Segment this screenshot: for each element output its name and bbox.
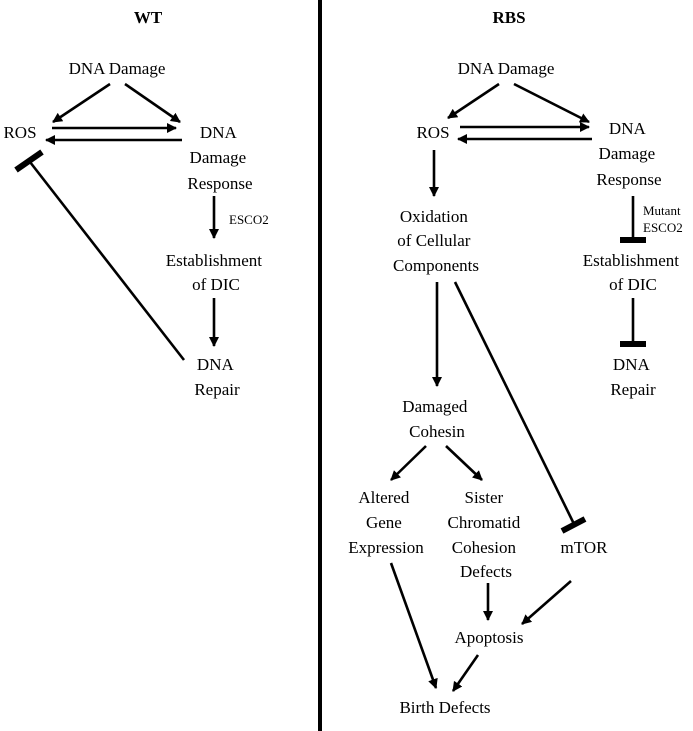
rbs-inhibit-ddr-to-establishment: [620, 196, 646, 243]
wt-heading: WT: [134, 8, 163, 27]
rbs-inhibit-establishment-to-repair: [620, 298, 646, 347]
rbs-ros-node: ROS: [416, 123, 449, 142]
rbs-repair-node: DNA Repair: [610, 355, 656, 399]
rbs-edge-cohesin-to-sister: [445, 445, 483, 481]
rbs-edge-damage-to-ros: [447, 82, 500, 120]
rbs-mutant-esco2-label: Mutant ESCO2: [643, 203, 684, 235]
rbs-damaged-cohesin-node: Damaged Cohesin: [402, 397, 471, 441]
rbs-edge-altered-gene-to-birth-defects: [389, 562, 438, 689]
rbs-establishment-node: Establishment of DIC: [583, 251, 684, 294]
wt-ros-node: ROS: [3, 123, 36, 142]
rbs-edge-mtor-to-apoptosis: [521, 580, 572, 625]
rbs-apoptosis-node: Apoptosis: [455, 628, 524, 647]
wt-establishment-node: Establishment of DIC: [166, 251, 267, 294]
rbs-edge-damage-to-ddr: [513, 82, 590, 124]
wt-edge-damage-to-ros: [52, 82, 111, 124]
rbs-panel: RBS DNA Damage ROS DNA Damage Response M…: [348, 8, 684, 717]
wt-edge-damage-to-ddr: [124, 82, 181, 124]
rbs-sister-chromatid-node: Sister Chromatid Cohesion Defects: [448, 488, 525, 581]
wt-inhibit-repair-to-ros: [14, 149, 186, 361]
wt-panel: WT DNA Damage ROS DNA Damage Response ES…: [3, 8, 268, 399]
rbs-inhibit-oxidation-to-mtor: [453, 281, 587, 534]
rbs-altered-gene-node: Altered Gene Expression: [348, 488, 424, 557]
rbs-mtor-node: mTOR: [561, 538, 609, 557]
rbs-birth-defects-node: Birth Defects: [399, 698, 490, 717]
rbs-edge-apoptosis-to-birth-defects: [451, 654, 480, 692]
wt-repair-node: DNA Repair: [194, 355, 240, 399]
wt-dna-damage-node: DNA Damage: [69, 59, 166, 78]
rbs-heading: RBS: [492, 8, 525, 27]
wt-ddr-node: DNA Damage Response: [187, 123, 252, 193]
wt-esco2-label: ESCO2: [229, 212, 269, 227]
rbs-oxidation-node: Oxidation of Cellular Components: [393, 207, 479, 275]
rbs-ddr-node: DNA Damage Response: [596, 119, 661, 189]
rbs-dna-damage-node: DNA Damage: [458, 59, 555, 78]
rbs-edge-cohesin-to-altered-gene: [390, 445, 427, 481]
